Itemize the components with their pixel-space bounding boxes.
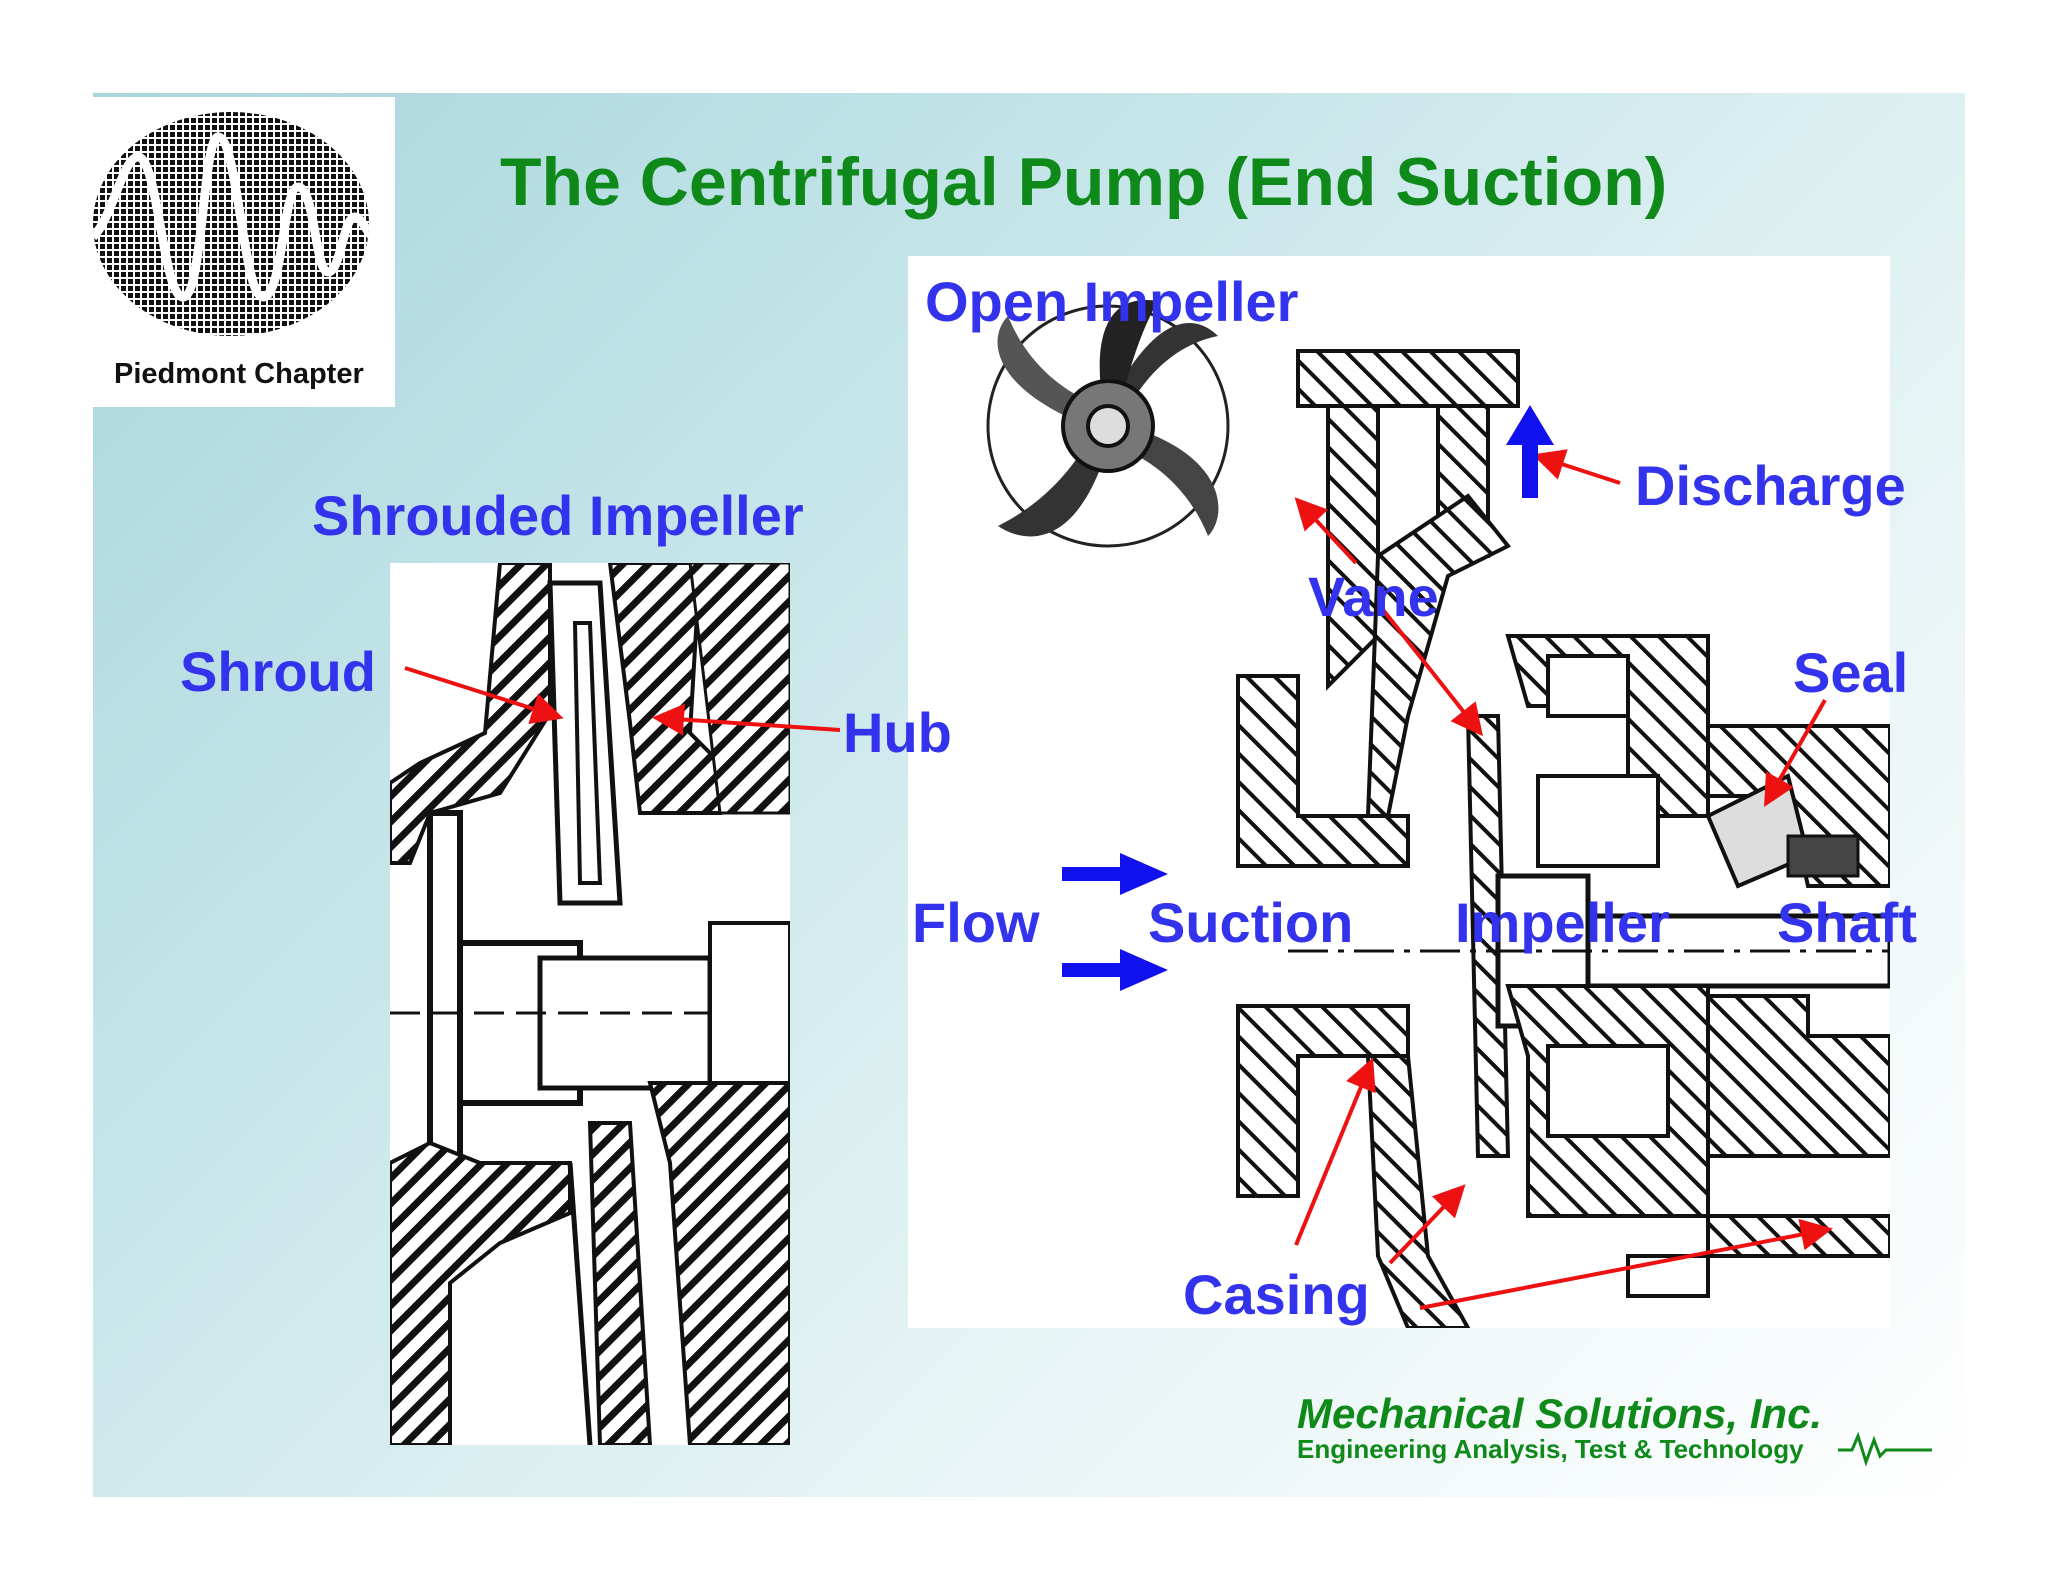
label-shroud: Shroud — [180, 640, 376, 703]
piedmont-logo — [93, 97, 395, 407]
company-tagline: Engineering Analysis, Test & Technology — [1297, 1434, 1804, 1464]
casing-arrow-middle — [1388, 1184, 1466, 1265]
casing-arrow-right — [1419, 1218, 1833, 1310]
label-discharge: Discharge — [1635, 454, 1906, 517]
hub-arrow — [652, 703, 841, 736]
label-vane: Vane — [1308, 565, 1439, 628]
casing-arrow-left — [1294, 1057, 1376, 1246]
page-title: The Centrifugal Pump (End Suction) — [500, 144, 1668, 220]
vane-arrow-upper — [1294, 497, 1358, 565]
pump-cross-section-drawing — [908, 256, 1890, 1328]
flow-arrow-upper — [1062, 853, 1168, 895]
vane-arrow-lower — [1378, 604, 1483, 737]
label-flow: Flow — [912, 891, 1040, 954]
waveform-globe-icon — [93, 112, 369, 336]
shroud-arrow — [404, 666, 564, 724]
flow-arrows — [1062, 405, 1554, 991]
company-name: Mechanical Solutions, Inc. — [1297, 1390, 1823, 1437]
logo-caption: Piedmont Chapter — [114, 358, 364, 390]
open-impeller-image — [986, 299, 1230, 548]
label-shaft: Shaft — [1777, 891, 1917, 954]
label-impeller: Impeller — [1455, 891, 1670, 954]
label-shrouded-impeller: Shrouded Impeller — [312, 484, 804, 547]
flow-arrow-lower — [1062, 949, 1168, 991]
label-hub: Hub — [843, 701, 952, 764]
seal-arrow — [1764, 699, 1827, 807]
discharge-arrow — [1532, 449, 1621, 485]
label-open-impeller: Open Impeller — [925, 270, 1299, 333]
label-seal: Seal — [1793, 641, 1909, 704]
discharge-flow-arrow — [1506, 405, 1554, 498]
label-suction: Suction — [1148, 891, 1354, 954]
shrouded-impeller-drawing — [390, 563, 790, 1445]
label-casing: Casing — [1183, 1263, 1370, 1326]
